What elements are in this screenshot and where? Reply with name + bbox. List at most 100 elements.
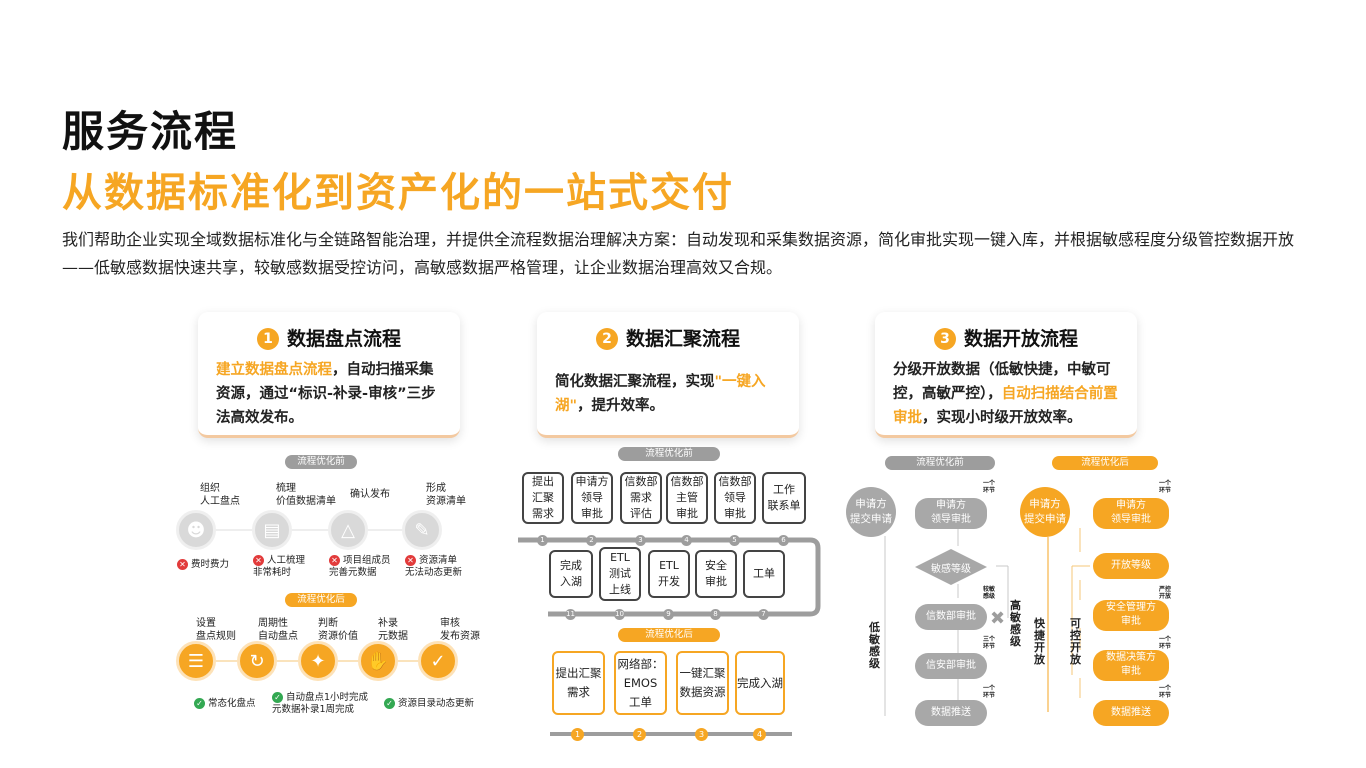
step-label: 组织 人工盘点 [200,483,240,507]
benefit-item: ✓常态化盘点 [194,698,256,710]
step-number: 7 [758,609,769,620]
step-label: 补录 元数据 [378,618,408,642]
process-step: 安全 审批 [695,550,737,598]
process-step: 完成入湖 [735,651,785,715]
decision-node: 开放等级 [1093,553,1169,579]
issue-item: ✕人工梳理 非常耗时 [253,555,306,578]
after-label: 流程优化后 [618,628,720,642]
card-body: 简化数据汇聚流程，实现"一键入湖"，提升效率。 [555,374,766,414]
step-number: 8 [710,609,721,620]
step-number: 1 [571,728,584,741]
chart-icon: ▤ [252,510,292,550]
issue-item: ✕项目组成员 完善元数据 [329,555,391,578]
process-step: 信数部 需求 评估 [620,472,662,524]
benefit-item: ✓资源目录动态更新 [384,698,474,710]
step-number: 3 [695,728,708,741]
controlled-open-label: 可控开放 [1070,617,1081,666]
before-label: 流程优化前 [285,455,357,469]
step-number: 9 [663,609,674,620]
intro-paragraph: 我们帮助企业实现全域数据标准化与全链路智能治理，并提供全流程数据治理解决方案：自… [62,230,1295,277]
issue-item: ✕资源清单 无法动态更新 [405,555,463,578]
step-count-note: 一个环节 [1158,636,1171,650]
start-node: 申请方 提交申请 [846,487,896,537]
process-step: 网络部： EMOS 工单 [614,651,667,715]
x-icon: ✕ [329,555,340,566]
fast-open-label: 快捷开放 [1034,617,1045,666]
step-number: 6 [778,535,789,546]
benefit-item: ✓自动盘点1小时完成 元数据补录1周完成 [272,692,369,715]
step-label: 判断 资源价值 [318,618,358,642]
process-step: ETL 测试 上线 [599,547,641,601]
step-count-note: 一个环节 [982,480,995,494]
cycle-icon: ↻ [237,641,277,681]
flow-node: 数据推送 [1093,700,1169,726]
process-step: 一键汇聚 数据资源 [676,651,729,715]
step-label: 梳理 价值数据清单 [276,483,336,507]
check-icon: ✓ [194,698,205,709]
step-number-badge: 3 [933,328,956,350]
before-label: 流程优化前 [618,447,720,461]
step-number: 4 [681,535,692,546]
card-body: 分级开放数据（低敏快捷，中敏可控，高敏严控），自动扫描结合前置审批，实现小时级开… [893,362,1118,426]
x-icon: ✕ [253,555,264,566]
check-icon: ✓ [272,692,283,703]
process-step: 申请方 领导 审批 [571,472,613,524]
step-number: 2 [586,535,597,546]
decision-diamond [915,549,987,585]
step-number: 4 [753,728,766,741]
step-label: 形成 资源清单 [426,483,466,507]
step-count-note: 一个环节 [982,685,995,699]
process-step: 提出 汇聚 需求 [522,472,564,524]
step-number: 2 [633,728,646,741]
x-icon: ✕ [405,555,416,566]
flow-node: 信安部审批 [915,653,987,679]
before-label: 流程优化前 [885,456,995,470]
step-number: 11 [565,609,576,620]
card-body: 建立数据盘点流程，自动扫描采集资源，通过“标识-补录-审核”三步法高效发布。 [216,362,436,426]
step-count-note: 一个环节 [1158,685,1171,699]
process-step: ETL 开发 [648,550,690,598]
people-icon: ☻ [176,510,216,550]
decision-label: 敏感等级 [931,564,971,575]
page-subtitle: 从数据标准化到资产化的一站式交付 [62,170,734,216]
process-step: 提出汇聚 需求 [552,651,605,715]
step-number: 5 [729,535,740,546]
step-count-note: 三个环节 [982,636,995,650]
low-sensitivity-label: 低敏感级 [869,621,880,670]
page-title: 服务流程 [62,107,239,156]
flow-node: 数据推送 [915,700,987,726]
step-number: 1 [537,535,548,546]
process-step: 信数部 领导 审批 [714,472,756,524]
step-label: 周期性 自动盘点 [258,618,298,642]
aggregation-track [518,537,821,736]
strict-open-label: 严控开放 [1158,586,1171,600]
step-number-badge: 2 [595,328,618,350]
after-label: 流程优化后 [285,593,357,607]
open-flow-lines [884,528,1090,716]
review-icon: ✓ [418,641,458,681]
flow-node: 数据决策方 审批 [1093,650,1169,681]
flow-node: 申请方 领导审批 [915,498,987,529]
step-count-note: 一个环节 [1158,480,1171,494]
process-step: 完成 入湖 [549,550,593,598]
document-icon: ✎ [402,510,442,550]
after-label: 流程优化后 [1052,456,1158,470]
reject-x-icon: ✖ [990,608,1006,629]
rules-icon: ☰ [176,641,216,681]
mid-sensitivity-label: 较敏感级 [982,586,995,600]
flow-node: 安全管理方 审批 [1093,600,1169,631]
hand-icon: ✋ [358,641,398,681]
step-label: 设置 盘点规则 [196,618,236,642]
step-number-badge: 1 [256,328,279,350]
process-step: 信数部 主管 审批 [666,472,708,524]
start-node: 申请方 提交申请 [1020,487,1070,537]
step-label: 确认发布 [350,489,390,500]
step-number: 3 [635,535,646,546]
check-icon: ✓ [384,698,395,709]
network-icon: ✦ [298,641,338,681]
flow-node: 信数部审批 [915,604,987,630]
